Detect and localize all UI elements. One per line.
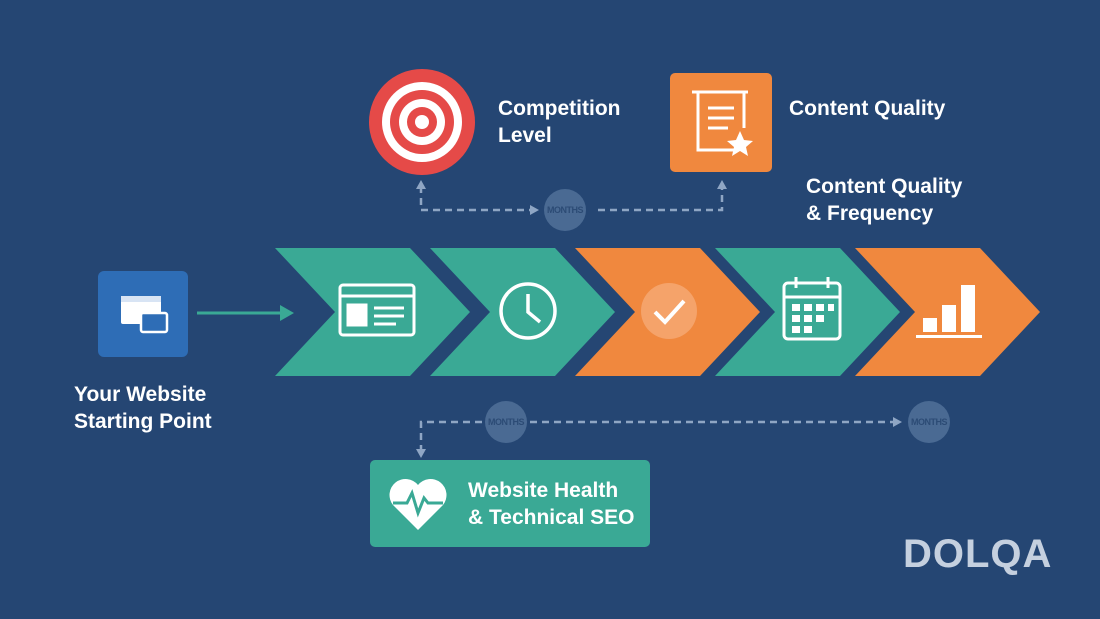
browser-window-icon bbox=[338, 283, 416, 337]
start-label: Your Website Starting Point bbox=[74, 381, 212, 435]
chevron-1 bbox=[275, 248, 470, 376]
content-frequency-label: Content Quality & Frequency bbox=[806, 173, 962, 227]
months-badge-bottom-right: MONTHS bbox=[908, 401, 950, 443]
competition-label-line2: Level bbox=[498, 124, 552, 147]
months-badge-top: MONTHS bbox=[544, 189, 586, 231]
website-health-line2: & Technical SEO bbox=[468, 506, 635, 529]
calendar-icon bbox=[782, 277, 842, 341]
website-health-label: Website Health & Technical SEO bbox=[468, 477, 635, 531]
start-label-line2: Starting Point bbox=[74, 410, 212, 433]
competition-label: Competition Level bbox=[498, 95, 620, 149]
bar-chart-icon bbox=[916, 285, 982, 338]
content-frequency-line1: Content Quality bbox=[806, 175, 963, 198]
target-icon bbox=[369, 69, 475, 175]
website-health-line1: Website Health bbox=[468, 479, 619, 502]
content-frequency-line2: & Frequency bbox=[806, 202, 934, 225]
dolqa-logo: DOLQA bbox=[903, 532, 1053, 576]
website-health-box bbox=[370, 460, 650, 547]
top-connector bbox=[419, 186, 724, 212]
content-quality-label: Content Quality bbox=[789, 97, 946, 120]
heart-pulse-icon bbox=[389, 479, 447, 530]
start-label-line1: Your Website bbox=[74, 383, 207, 406]
content-quality-box bbox=[670, 73, 772, 172]
months-badge-bottom-left: MONTHS bbox=[485, 401, 527, 443]
chevron-4 bbox=[715, 248, 900, 376]
arrowheads bbox=[416, 180, 902, 458]
chevron-2 bbox=[430, 248, 615, 376]
checkmark-icon bbox=[641, 283, 697, 339]
document-star-icon bbox=[692, 90, 753, 156]
clock-icon bbox=[499, 282, 557, 340]
website-windows-icon bbox=[121, 296, 169, 334]
bottom-connector bbox=[419, 420, 895, 452]
competition-label-line1: Competition bbox=[498, 97, 621, 120]
